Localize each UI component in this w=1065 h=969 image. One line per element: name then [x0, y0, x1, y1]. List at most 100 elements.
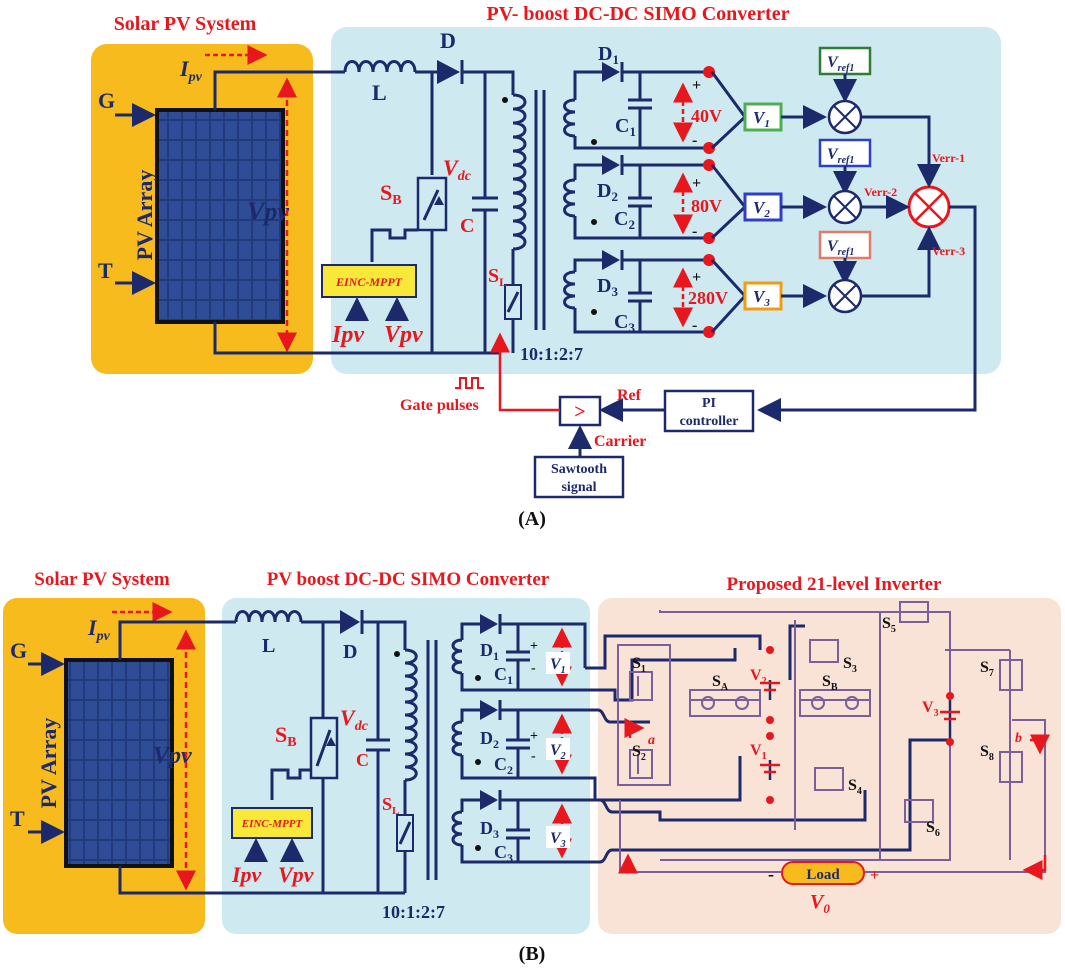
l-label-b: L — [262, 635, 275, 657]
d2-label: D2 — [597, 180, 618, 204]
vdc-label: Vdc — [443, 155, 472, 184]
ratio-label: 10:1:2:7 — [520, 344, 583, 364]
plus-b2: + — [530, 729, 538, 744]
t-label-b: T — [10, 806, 25, 831]
v2-tag-b — [546, 738, 570, 760]
conv-title-b: PV boost DC-DC SIMO Converter — [267, 569, 550, 590]
panel-a-label: (A) — [518, 508, 546, 530]
v3-tag-b — [546, 826, 570, 848]
s2-label: S2 — [632, 743, 646, 763]
pv-panel — [155, 108, 285, 324]
pv-system-title: Solar PV System — [114, 13, 257, 35]
dot-primary — [502, 97, 508, 103]
switch-s7 — [999, 659, 1023, 691]
secondary-1-b — [451, 614, 587, 692]
d2-label-b: D2 — [480, 728, 499, 751]
load-minus: - — [768, 864, 774, 884]
vref-label-1: Vref1 — [827, 54, 854, 74]
sbb-label: SB — [822, 673, 838, 693]
inductor-l-b — [234, 610, 303, 623]
v1-inv-label: V1 — [750, 742, 767, 762]
v1-label-b: V1 — [550, 656, 566, 676]
saw-label-1: Sawtooth — [551, 462, 607, 477]
pi-label-1: PI — [702, 396, 716, 411]
secondary-2-b — [451, 700, 585, 780]
sb-label-b: SB — [275, 722, 297, 750]
diode-d-b — [340, 610, 360, 634]
capacitor-c-b — [366, 622, 390, 893]
v2-label: V2 — [753, 198, 770, 220]
plus-1: + — [692, 77, 701, 94]
c1-label: C1 — [615, 115, 636, 139]
plus-b1: + — [530, 639, 538, 654]
s4-label: S4 — [848, 777, 862, 797]
pi-label-2: controller — [680, 414, 739, 429]
capacitor-c — [472, 72, 498, 353]
source-v2-inv — [760, 646, 780, 724]
s1-label: S1 — [632, 655, 646, 675]
secondary-3-b — [451, 790, 585, 864]
c-label: C — [460, 215, 474, 237]
verr1-label: Verr-1 — [932, 151, 965, 165]
c2-label: C2 — [614, 208, 635, 232]
mppt-ipv: Ipv — [331, 322, 364, 348]
node-b-label: b — [1015, 731, 1022, 746]
mppt-vpv-b: Vpv — [278, 862, 314, 887]
sa-label: SA — [712, 673, 729, 693]
sl-label-b: SL — [382, 794, 399, 817]
verr2-label: Verr-2 — [864, 185, 897, 199]
ipv-label: Ipv — [179, 56, 203, 85]
source-v3-inv — [940, 692, 960, 746]
panel-a: Solar PV System PV- boost DC-DC SIMO Con… — [91, 3, 1001, 530]
switch-sa — [689, 689, 761, 717]
s7-label: S7 — [980, 659, 994, 679]
g-label: G — [98, 88, 115, 113]
saw-label-2: signal — [561, 480, 596, 495]
l-label: L — [372, 80, 387, 105]
feedback-wire — [757, 205, 977, 422]
converter-title: PV- boost DC-DC SIMO Converter — [487, 3, 790, 25]
mppt-vpv: Vpv — [384, 322, 423, 348]
vo-label: V0 — [810, 891, 830, 916]
v40-label: 40V — [691, 106, 722, 126]
c-label-b: C — [356, 750, 369, 770]
switch-s6 — [904, 799, 934, 823]
load-plus: + — [870, 867, 879, 884]
sum-junction-2 — [827, 189, 863, 225]
carrier-label: Carrier — [594, 433, 646, 450]
load-box — [781, 861, 865, 885]
v1-label: V1 — [753, 108, 770, 130]
pv-array-label: PV Array — [132, 170, 157, 261]
pv-top-wire — [213, 70, 345, 110]
vpv-label: Vpv — [247, 197, 289, 226]
panel-b-label: (B) — [519, 943, 546, 965]
gate-pulse-icon — [455, 377, 484, 389]
d-label: D — [440, 28, 456, 53]
sum-junction-1 — [827, 99, 863, 135]
panel-b: Solar PV System PV boost DC-DC SIMO Conv… — [3, 569, 1061, 965]
vdc-label-b: Vdc — [340, 705, 369, 734]
mppt-ipv-b: Ipv — [231, 862, 262, 887]
pv-top-wire-b — [118, 620, 236, 660]
pv-bottom-wire-b — [118, 866, 405, 895]
sl-label: SL — [488, 265, 507, 289]
g-label-b: G — [10, 638, 27, 663]
plus-2: + — [692, 175, 701, 192]
c2-label-b: C2 — [494, 754, 513, 777]
secondary-3 — [563, 250, 748, 338]
pv-panel-b — [64, 658, 174, 868]
vref-label-2: Vref1 — [827, 146, 854, 166]
switch-s2 — [629, 749, 653, 779]
d3-label-b: D3 — [480, 818, 499, 841]
minus-1: - — [692, 132, 697, 149]
mppt-label: EINC-MPPT — [335, 275, 403, 289]
v2-inv-label: V2 — [750, 667, 767, 687]
inductor-l — [343, 60, 417, 73]
switch-s3 — [809, 639, 839, 663]
c3-label-b: C3 — [494, 842, 513, 865]
vref-label-3: Vref1 — [827, 238, 854, 258]
source-v1-inv — [760, 732, 780, 804]
v1-box — [743, 102, 783, 132]
vref-box-2 — [818, 138, 872, 168]
